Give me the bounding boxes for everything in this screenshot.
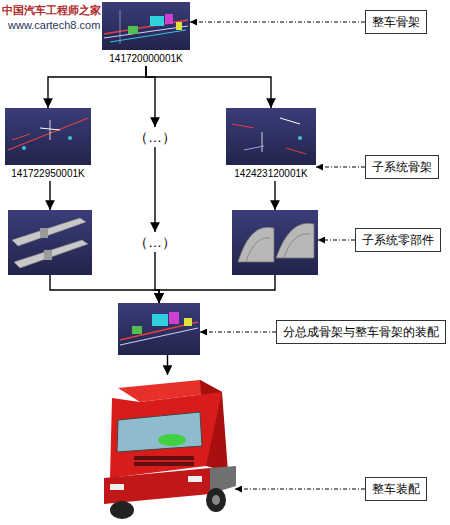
callout-box: 整车骨架 — [365, 10, 427, 34]
ellipsis-text: （…） — [134, 128, 176, 146]
ellipsis-node: （…） — [131, 232, 179, 252]
flow-arrow — [48, 66, 146, 108]
callout-arrow — [318, 240, 355, 241]
flow-arrow — [49, 181, 50, 210]
flow-arrow — [50, 275, 159, 303]
cad-image — [5, 108, 91, 165]
cad-image — [102, 2, 190, 50]
image-node — [118, 303, 200, 355]
watermark: 中国汽车工程师之家 — [2, 3, 101, 18]
ellipsis-text: （…） — [134, 233, 176, 251]
truck-illustration — [104, 380, 236, 519]
cad-image — [226, 108, 316, 165]
stage-label: 整车骨架 — [372, 15, 420, 30]
image-node: 141722950001K — [5, 108, 91, 181]
stage-label: 整车装配 — [372, 482, 420, 497]
ellipsis-node: （…） — [131, 127, 179, 147]
callout-box: 子系统零部件 — [355, 228, 441, 252]
stage-label: 分总成骨架与整车骨架的装配 — [283, 325, 439, 340]
part-number: 141720000001K — [109, 52, 182, 66]
callout-arrow — [190, 22, 365, 23]
flow-arrow — [146, 66, 155, 127]
image-node: 141720000001K — [102, 2, 190, 66]
callout-arrow — [235, 489, 365, 490]
callout-box: 子系统骨架 — [365, 155, 439, 179]
cad-image — [8, 210, 92, 275]
flow-arrow — [154, 147, 155, 232]
image-node: 142423120001K — [226, 108, 316, 181]
flow-arrow — [146, 66, 271, 108]
callout-arrow — [316, 167, 365, 168]
image-node — [8, 210, 92, 275]
image-node — [100, 375, 235, 520]
cad-image — [118, 303, 200, 355]
watermark: www.cartech8.com — [8, 19, 100, 31]
flow-arrow — [167, 355, 168, 375]
stage-label: 子系统骨架 — [372, 160, 432, 175]
flow-arrow — [159, 275, 275, 303]
callout-arrow — [200, 332, 276, 333]
flow-arrow — [274, 181, 275, 210]
part-number: 142423120001K — [234, 167, 307, 181]
callout-box: 整车装配 — [365, 477, 427, 501]
stage-label: 子系统零部件 — [362, 233, 434, 248]
image-node — [232, 210, 318, 275]
part-number: 141722950001K — [11, 167, 84, 181]
callout-box: 分总成骨架与整车骨架的装配 — [276, 320, 446, 344]
cad-image — [232, 210, 318, 275]
